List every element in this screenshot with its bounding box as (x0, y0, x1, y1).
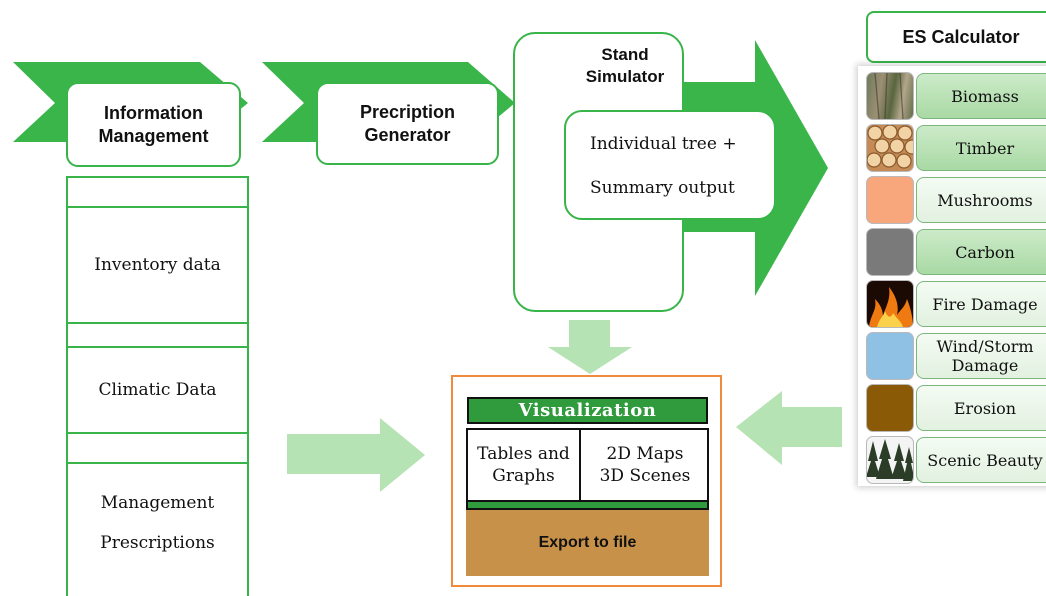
stand-simulator-title: Stand Simulator (585, 45, 665, 86)
visualization-header: Visualization (467, 397, 708, 424)
stack-spacer-mid1 (68, 324, 247, 348)
es-item-scenic-beauty-label: Scenic Beauty (927, 450, 1043, 470)
simulator-output-box: Individual tree + Summary output (564, 110, 776, 220)
tables-graphs-panel: Tables and Graphs (468, 430, 581, 500)
es-item-carbon[interactable]: Carbon (916, 229, 1046, 275)
export-button[interactable]: Export to file (466, 510, 709, 576)
visualization-green-strip (466, 502, 709, 510)
forest-trees-icon (866, 436, 914, 484)
stack-spacer-top (68, 178, 247, 208)
es-item-wind-storm-damage-label: Wind/Storm Damage (936, 337, 1034, 375)
es-item-biomass[interactable]: Biomass (916, 73, 1046, 119)
es-item-mushrooms[interactable]: Mushrooms (916, 177, 1046, 223)
fire-icon (866, 280, 914, 328)
maps-scenes-panel: 2D Maps 3D Scenes (583, 430, 707, 500)
es-item-biomass-label: Biomass (951, 86, 1019, 106)
inputs-stack: Inventory data Climatic Data Management … (66, 176, 249, 596)
prescription-generator-box: Precription Generator (316, 82, 499, 165)
es-item-erosion[interactable]: Erosion (916, 385, 1046, 431)
mushrooms-swatch-icon (866, 176, 914, 224)
prescription-generator-title: Precription Generator (359, 101, 456, 145)
es-calculator-header: ES Calculator (866, 11, 1046, 63)
es-item-wind-storm-damage[interactable]: Wind/Storm Damage (916, 333, 1046, 379)
management-prescriptions-label: Management Prescriptions (100, 493, 215, 553)
carbon-swatch-icon (866, 228, 914, 276)
maps-2d-label: 2D Maps (606, 444, 684, 464)
es-item-timber-label: Timber (955, 138, 1015, 158)
right-arrow-to-viz (287, 418, 425, 492)
es-item-timber[interactable]: Timber (916, 125, 1046, 171)
left-arrow-to-viz (736, 391, 842, 465)
es-item-fire-damage[interactable]: Fire Damage (916, 281, 1046, 327)
info-management-box: Information Management (66, 82, 241, 167)
erosion-swatch-icon (866, 384, 914, 432)
scenes-3d-label: 3D Scenes (599, 466, 691, 486)
tables-graphs-label: Tables and Graphs (477, 444, 570, 486)
down-arrow-to-viz (548, 320, 632, 374)
stack-spacer-mid2 (68, 434, 247, 464)
wind-swatch-icon (866, 332, 914, 380)
simulator-output-line1: Individual tree + (590, 134, 737, 154)
inventory-data-label: Inventory data (94, 255, 221, 275)
visualization-title: Visualization (518, 400, 657, 421)
biomass-photo-icon (866, 72, 914, 120)
es-item-erosion-label: Erosion (953, 398, 1017, 418)
visualization-panels: Tables and Graphs 2D Maps 3D Scenes (466, 428, 709, 502)
timber-logs-icon (866, 124, 914, 172)
info-management-title: Information Management (98, 102, 209, 146)
es-item-carbon-label: Carbon (955, 242, 1015, 262)
es-item-fire-damage-label: Fire Damage (932, 294, 1038, 314)
management-prescriptions-row: Management Prescriptions (78, 478, 237, 568)
visualization-frame: Visualization Tables and Graphs 2D Maps … (451, 375, 722, 587)
simulator-output-line2: Summary output (590, 178, 735, 198)
export-label: Export to file (538, 534, 637, 551)
es-item-mushrooms-label: Mushrooms (937, 190, 1033, 210)
climatic-data-label: Climatic Data (98, 380, 217, 400)
es-item-scenic-beauty[interactable]: Scenic Beauty (916, 437, 1046, 483)
climatic-data-row: Climatic Data (68, 348, 247, 434)
inventory-data-row: Inventory data (68, 208, 247, 324)
es-calculator-title: ES Calculator (902, 26, 1020, 47)
